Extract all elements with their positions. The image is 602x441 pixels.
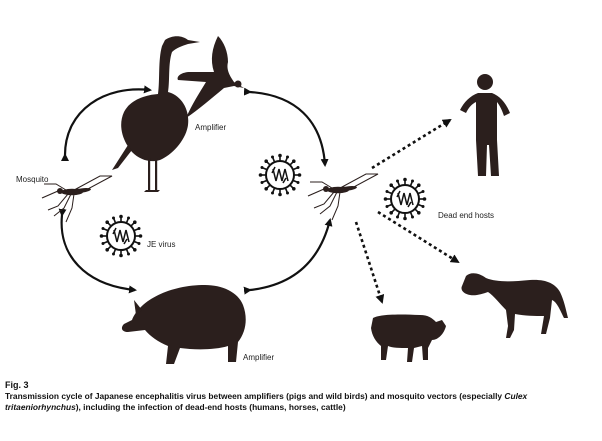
cycle-arrow-pig-to-mosquito	[243, 218, 333, 295]
cycle-arrow-mosquito-to-birds	[60, 85, 152, 162]
mosquito-icon	[41, 175, 113, 223]
caption-text-part2: ), including the infection of dead-end h…	[75, 402, 346, 412]
dotted-arrow-to-human	[371, 118, 452, 170]
mosquito-icon	[307, 173, 379, 221]
virus-icon	[98, 213, 144, 259]
figure-caption: Fig. 3 Transmission cycle of Japanese en…	[5, 380, 595, 413]
caption-text-part1: Transmission cycle of Japanese encephali…	[5, 391, 505, 401]
virus-icon	[382, 176, 428, 222]
flying-bird-icon	[177, 36, 244, 118]
cycle-arrow-birds-to-mosquito	[243, 87, 329, 167]
cow-icon	[371, 314, 446, 362]
dotted-arrow-to-cow	[354, 221, 385, 304]
caption-text: Transmission cycle of Japanese encephali…	[5, 391, 595, 413]
figure-number: Fig. 3	[5, 380, 29, 390]
amplifier-pig-label: Amplifier	[243, 353, 274, 362]
je-virus-label: JE virus	[147, 240, 175, 249]
cycle-arrow-mosquito-to-pig	[58, 208, 137, 294]
amplifier-birds-label: Amplifier	[195, 123, 226, 132]
pig-icon	[121, 285, 246, 364]
virus-icon	[257, 152, 303, 198]
dead-end-hosts-label: Dead end hosts	[438, 211, 494, 220]
caption-species: Culex tritaeniorhynchus	[5, 391, 528, 412]
human-icon	[460, 74, 510, 176]
horse-icon	[461, 273, 568, 338]
mosquito-label: Mosquito	[16, 175, 49, 184]
heron-icon	[112, 36, 200, 192]
dotted-arrow-to-horse	[377, 210, 460, 264]
